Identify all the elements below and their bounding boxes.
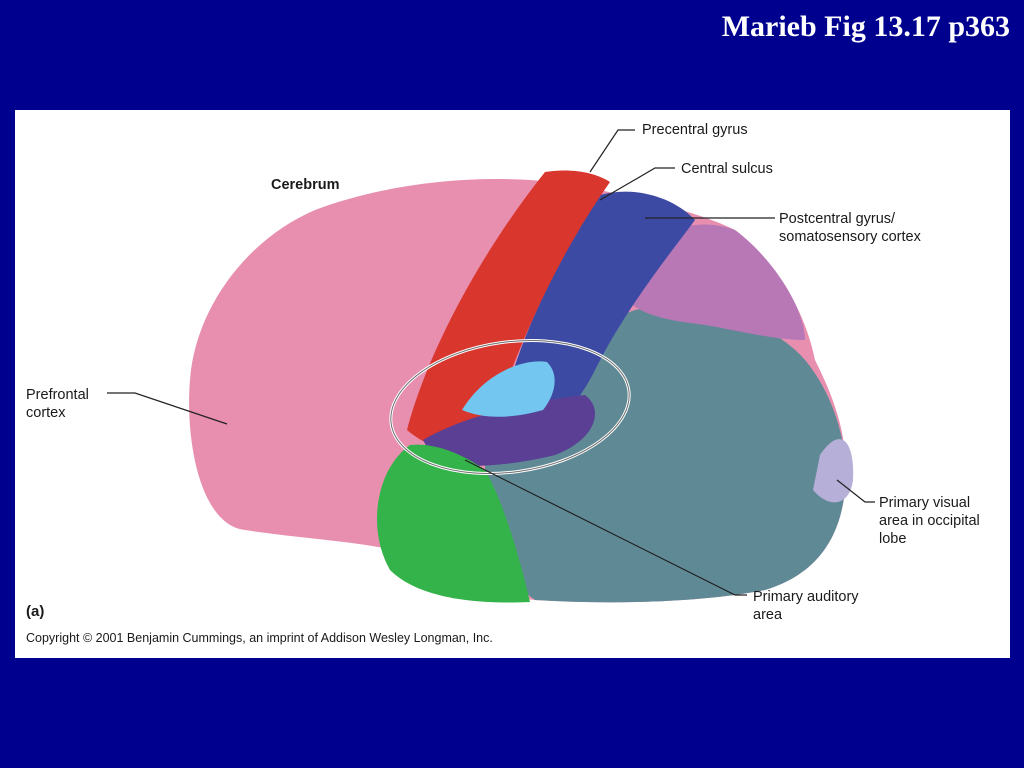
leader-auditory [464,459,747,596]
label-cerebrum: Cerebrum [271,177,340,193]
temporal-pole-region [376,444,530,603]
leader-central-sulcus [599,167,675,201]
label-precentral-gyrus: Precentral gyrus [642,122,748,138]
label-central-sulcus: Central sulcus [681,161,773,177]
brain-diagram [107,129,875,603]
precentral-gyrus-region [407,170,610,452]
panel-letter: (a) [26,603,45,620]
auditory-region [423,395,595,466]
label-primary-auditory: Primary auditory area [753,589,859,623]
visual-area-region [813,439,854,503]
figure-panel: Cerebrum Precentral gyrus Central sulcus… [15,110,1010,658]
copyright-line: Copyright © 2001 Benjamin Cummings, an i… [26,631,493,645]
leader-prefrontal [107,392,228,425]
insula-highlight [462,361,555,417]
leader-visual [836,479,875,503]
label-postcentral-gyrus: Postcentral gyrus/ somatosensory cortex [779,211,921,245]
slide-title: Marieb Fig 13.17 p363 [721,10,1010,43]
label-prefrontal-cortex: Prefrontal cortex [26,387,89,421]
leader-precentral [589,129,635,173]
label-primary-visual: Primary visual area in occipital lobe [879,495,980,547]
